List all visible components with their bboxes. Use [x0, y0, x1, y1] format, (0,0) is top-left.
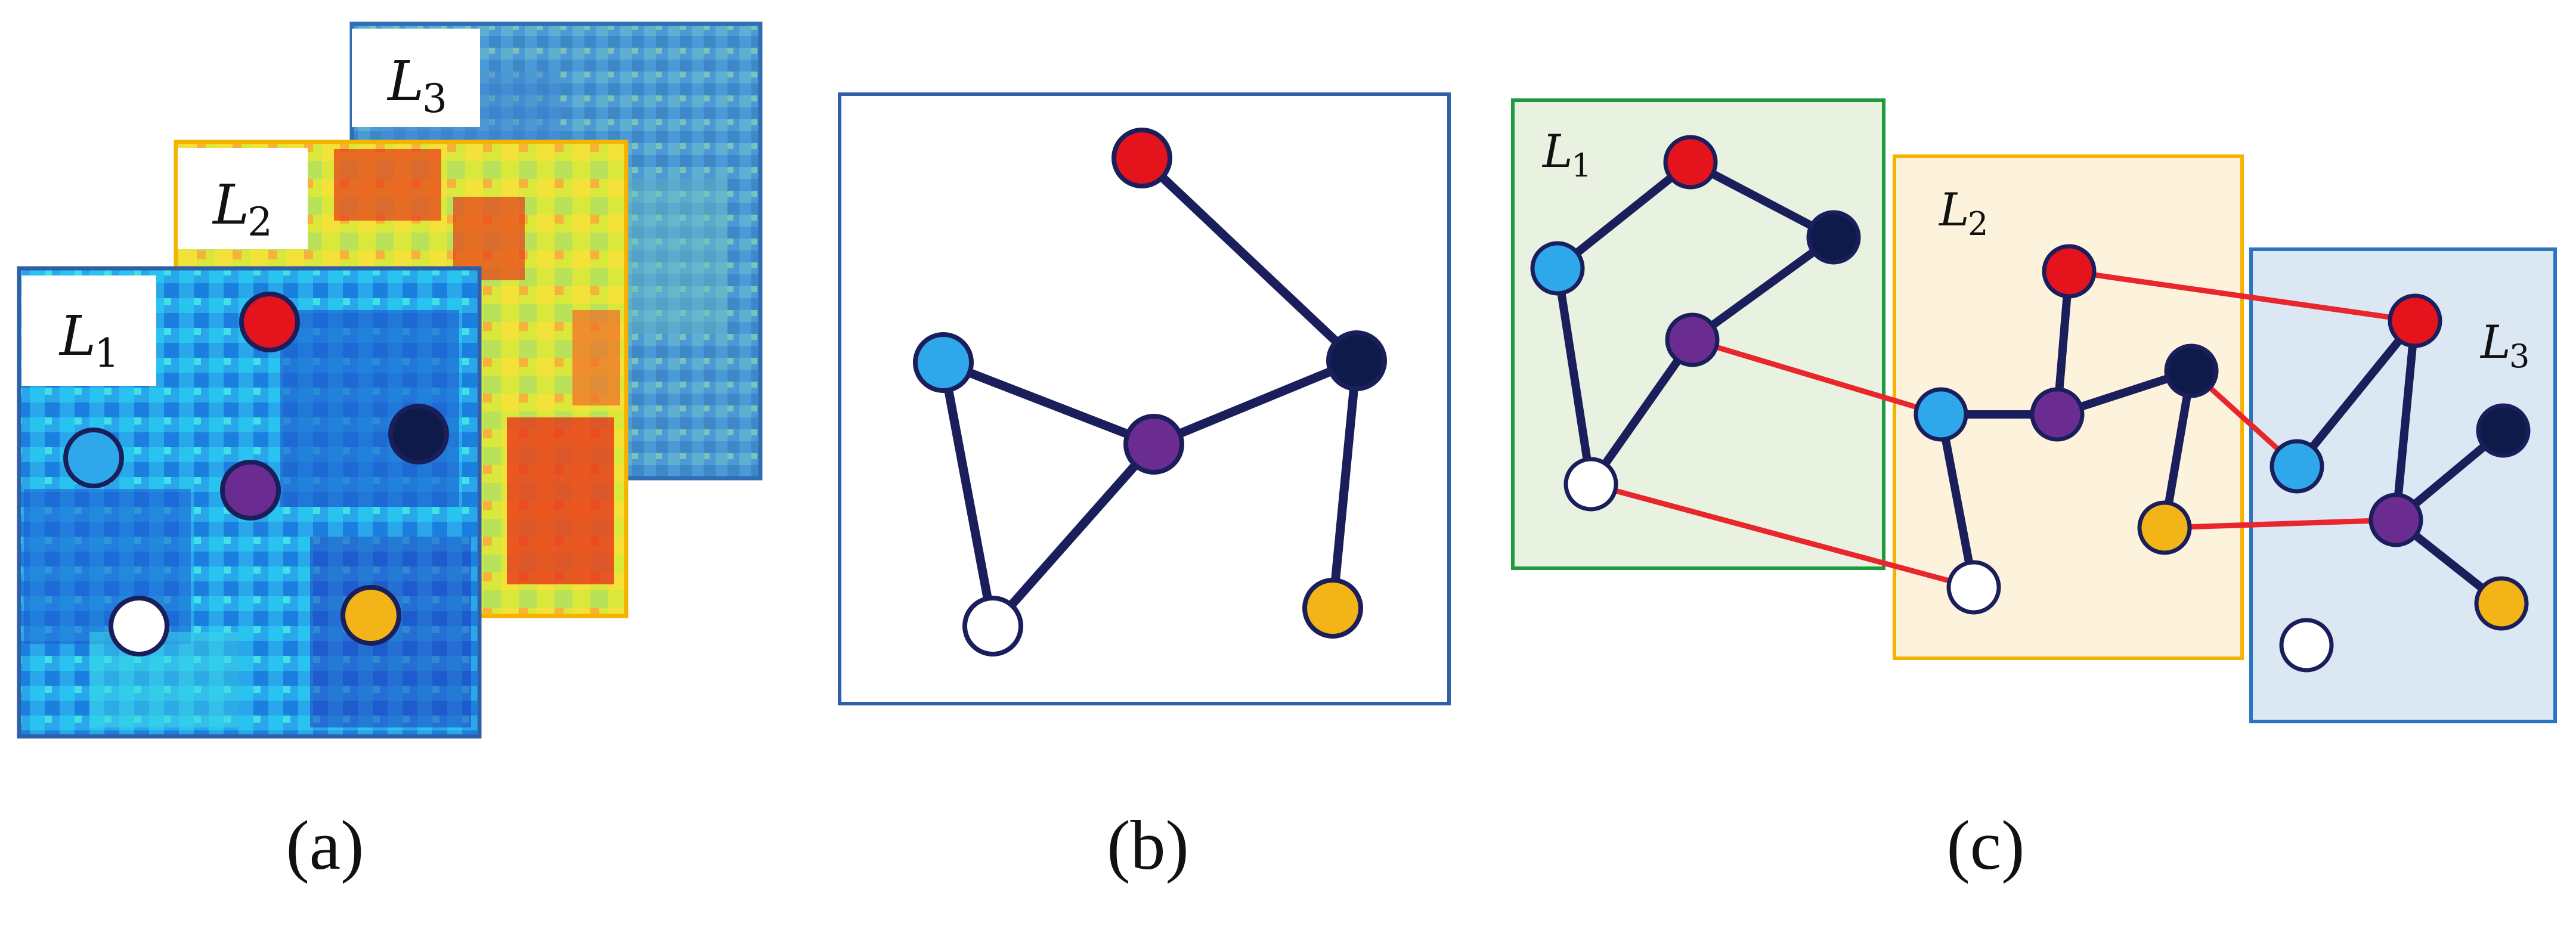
node-red	[1663, 135, 1718, 190]
node-red	[2388, 293, 2442, 348]
panel-c: L 1 L 2 L 3	[1511, 98, 2557, 723]
node-lightblue	[913, 332, 974, 393]
label-box-L2	[178, 148, 308, 249]
node-white	[1946, 560, 2001, 615]
layer-label-L1: L	[58, 304, 96, 368]
node-white	[962, 596, 1023, 657]
node-yellow	[340, 585, 401, 646]
node-lightblue	[1914, 387, 1968, 442]
node-red	[1111, 128, 1172, 188]
node-lightblue	[63, 428, 124, 488]
node-purple	[2368, 493, 2423, 547]
layer-label-L2: L	[212, 173, 249, 237]
node-lightblue	[2270, 439, 2324, 494]
layer-label-L2: L	[1938, 183, 1969, 236]
node-navy	[1326, 330, 1387, 391]
node-yellow	[2137, 500, 2192, 555]
layer-label-L1: L	[1541, 125, 1572, 178]
panel-a: L 3 L 2 L 1	[17, 21, 763, 739]
layer-image-L1: L 1	[17, 266, 482, 739]
caption-b: (b)	[1107, 806, 1189, 884]
layer-label-L3-subscript: 3	[2509, 337, 2529, 375]
caption-a: (a)	[286, 806, 364, 884]
node-navy	[388, 404, 449, 464]
node-white	[1563, 457, 1618, 512]
node-navy	[2476, 403, 2531, 458]
layer-label-L1-subscript: 1	[94, 330, 119, 376]
layer-label-L3-subscript: 3	[422, 76, 447, 122]
panel-b	[838, 92, 1451, 705]
label-box-L1	[21, 275, 156, 386]
node-yellow	[1302, 578, 1363, 639]
layer-label-L1-subscript: 1	[1571, 147, 1592, 184]
layer-label-L2-subscript: 2	[247, 199, 273, 245]
node-purple	[1123, 414, 1184, 475]
node-purple	[1665, 312, 1720, 367]
node-white	[2279, 618, 2334, 673]
node-red	[2042, 244, 2097, 299]
node-white	[109, 596, 169, 657]
node-purple	[2030, 387, 2085, 442]
label-box-L3	[352, 29, 480, 127]
node-purple	[220, 460, 281, 521]
node-navy	[2164, 343, 2219, 398]
graph-edges	[939, 153, 1361, 631]
layer-label-L3: L	[386, 49, 424, 113]
node-yellow	[2474, 576, 2529, 631]
node-lightblue	[1530, 241, 1585, 296]
caption-c: (c)	[1946, 806, 2025, 884]
node-navy	[1806, 210, 1861, 265]
layer-label-L3: L	[2479, 315, 2510, 368]
interlayer-edges	[1590, 268, 2416, 590]
layer-label-L2-subscript: 2	[1968, 205, 1988, 243]
node-red	[239, 292, 300, 352]
